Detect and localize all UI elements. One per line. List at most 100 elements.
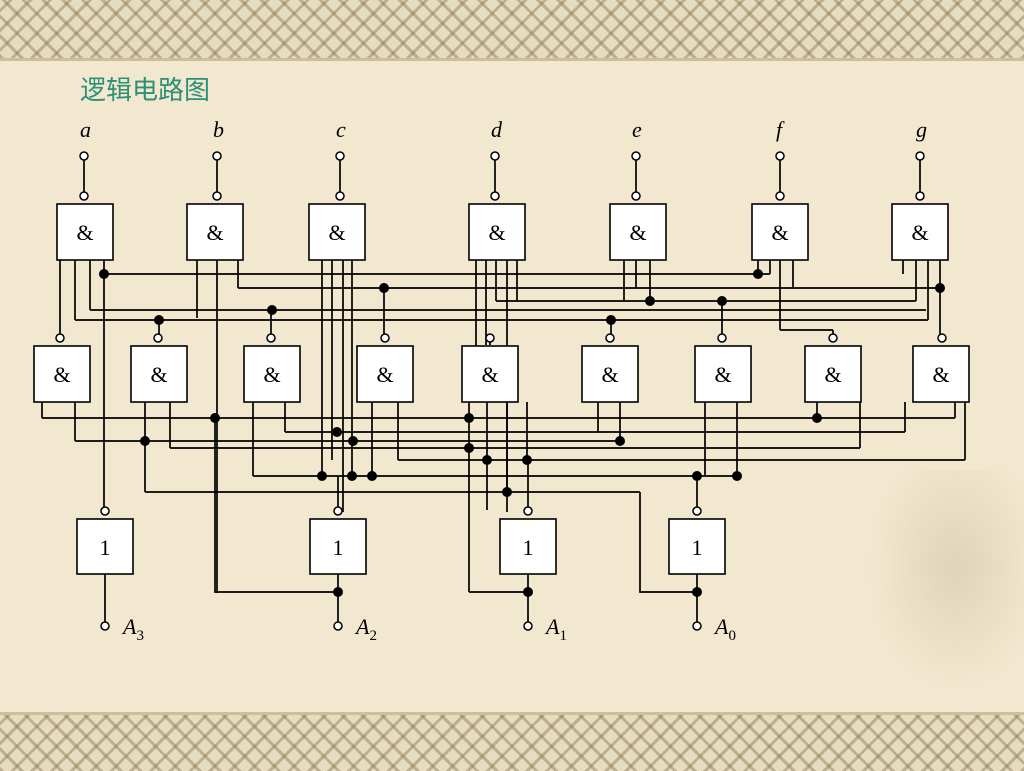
and-gate-middle-6 bbox=[581, 345, 639, 403]
junction-dot bbox=[347, 471, 357, 481]
terminal-circle bbox=[79, 151, 89, 161]
and-gate-symbol: & bbox=[206, 220, 223, 245]
terminal-circle bbox=[100, 506, 110, 516]
and-gate-symbol: & bbox=[911, 220, 928, 245]
terminal-circle bbox=[55, 333, 65, 343]
and-gate-symbol: & bbox=[481, 362, 498, 387]
page-title: 逻辑电路图 bbox=[80, 76, 211, 106]
junction-dot bbox=[692, 587, 702, 597]
junction-dot bbox=[317, 471, 327, 481]
or-gate-symbol: 1 bbox=[692, 535, 703, 560]
or-gate-4 bbox=[668, 518, 726, 575]
terminal-circle bbox=[490, 151, 500, 161]
and-gate-symbol: & bbox=[328, 220, 345, 245]
and-gate-symbol: & bbox=[824, 362, 841, 387]
and-gate-middle-1 bbox=[33, 345, 91, 403]
terminal-circle bbox=[212, 151, 222, 161]
junction-dot bbox=[333, 587, 343, 597]
terminal-circle bbox=[692, 506, 702, 516]
and-gate-symbol: & bbox=[629, 220, 646, 245]
terminal-circle bbox=[915, 151, 925, 161]
and-gate-symbol: & bbox=[150, 362, 167, 387]
and-gate-middle-4 bbox=[356, 345, 414, 403]
terminal-circle bbox=[775, 191, 785, 201]
terminal-circle bbox=[775, 151, 785, 161]
and-gate-middle-5 bbox=[461, 345, 519, 403]
junction-dot bbox=[267, 305, 277, 315]
and-gate-top-3 bbox=[308, 203, 366, 261]
background-plum-blossom-decoration bbox=[854, 470, 1024, 710]
or-gate-symbol: 1 bbox=[523, 535, 534, 560]
input-label-b: b bbox=[213, 117, 224, 142]
wire bbox=[639, 492, 697, 593]
junction-dot bbox=[348, 436, 358, 446]
terminal-circle bbox=[490, 191, 500, 201]
terminal-circle bbox=[692, 621, 702, 631]
terminal-circle bbox=[333, 506, 343, 516]
terminal-circle bbox=[153, 333, 163, 343]
and-gate-symbol: & bbox=[263, 362, 280, 387]
input-label-c: c bbox=[336, 117, 346, 142]
decorative-top-border bbox=[0, 0, 1024, 61]
terminal-circle bbox=[335, 191, 345, 201]
and-gate-symbol: & bbox=[771, 220, 788, 245]
output-label-A2: A2 bbox=[354, 614, 377, 644]
junction-dot bbox=[332, 427, 342, 437]
input-label-e: e bbox=[632, 117, 642, 142]
output-label-A1: A1 bbox=[544, 614, 567, 644]
output-label-subscript: 3 bbox=[136, 628, 144, 644]
or-gate-symbol: 1 bbox=[333, 535, 344, 560]
and-gate-top-4 bbox=[468, 203, 526, 261]
terminal-circle bbox=[915, 191, 925, 201]
or-gate-2 bbox=[309, 518, 367, 575]
terminal-circle bbox=[100, 621, 110, 631]
and-gate-top-7 bbox=[891, 203, 949, 261]
terminal-circle bbox=[333, 621, 343, 631]
input-label-d: d bbox=[491, 117, 503, 142]
terminal-circle bbox=[523, 506, 533, 516]
terminal-circle bbox=[605, 333, 615, 343]
terminal-circle bbox=[631, 191, 641, 201]
terminal-circle bbox=[631, 151, 641, 161]
decorative-bottom-border bbox=[0, 712, 1024, 771]
terminal-circle bbox=[266, 333, 276, 343]
and-gate-top-5 bbox=[609, 203, 667, 261]
terminal-circle bbox=[523, 621, 533, 631]
output-label-subscript: 0 bbox=[728, 628, 736, 644]
and-gate-middle-7 bbox=[694, 345, 752, 403]
terminal-circle bbox=[717, 333, 727, 343]
output-label-A0: A0 bbox=[713, 614, 736, 644]
terminal-circle bbox=[212, 191, 222, 201]
and-gate-top-1 bbox=[56, 203, 114, 261]
and-gate-top-2 bbox=[186, 203, 244, 261]
terminal-circle bbox=[937, 333, 947, 343]
input-label-a: a bbox=[80, 117, 91, 142]
terminal-circle bbox=[79, 191, 89, 201]
wire bbox=[214, 418, 338, 593]
terminal-circle bbox=[335, 151, 345, 161]
and-gate-top-6 bbox=[751, 203, 809, 261]
or-gate-symbol: 1 bbox=[100, 535, 111, 560]
or-gate-1 bbox=[76, 518, 134, 575]
or-gate-3 bbox=[499, 518, 557, 575]
junction-dot bbox=[523, 587, 533, 597]
output-label-subscript: 2 bbox=[369, 628, 377, 644]
and-gate-symbol: & bbox=[932, 362, 949, 387]
and-gate-middle-2 bbox=[130, 345, 188, 403]
and-gate-middle-3 bbox=[243, 345, 301, 403]
and-gate-symbol: & bbox=[53, 362, 70, 387]
terminal-circle bbox=[485, 333, 495, 343]
terminal-circle bbox=[828, 333, 838, 343]
and-gate-middle-9 bbox=[912, 345, 970, 403]
and-gate-symbol: & bbox=[376, 362, 393, 387]
and-gate-symbol: & bbox=[488, 220, 505, 245]
output-label-A3: A3 bbox=[121, 614, 144, 644]
input-label-g: g bbox=[916, 117, 927, 142]
and-gate-middle-8 bbox=[804, 345, 862, 403]
and-gate-symbol: & bbox=[76, 220, 93, 245]
and-gate-symbol: & bbox=[714, 362, 731, 387]
output-label-subscript: 1 bbox=[559, 628, 567, 644]
terminal-circle bbox=[380, 333, 390, 343]
